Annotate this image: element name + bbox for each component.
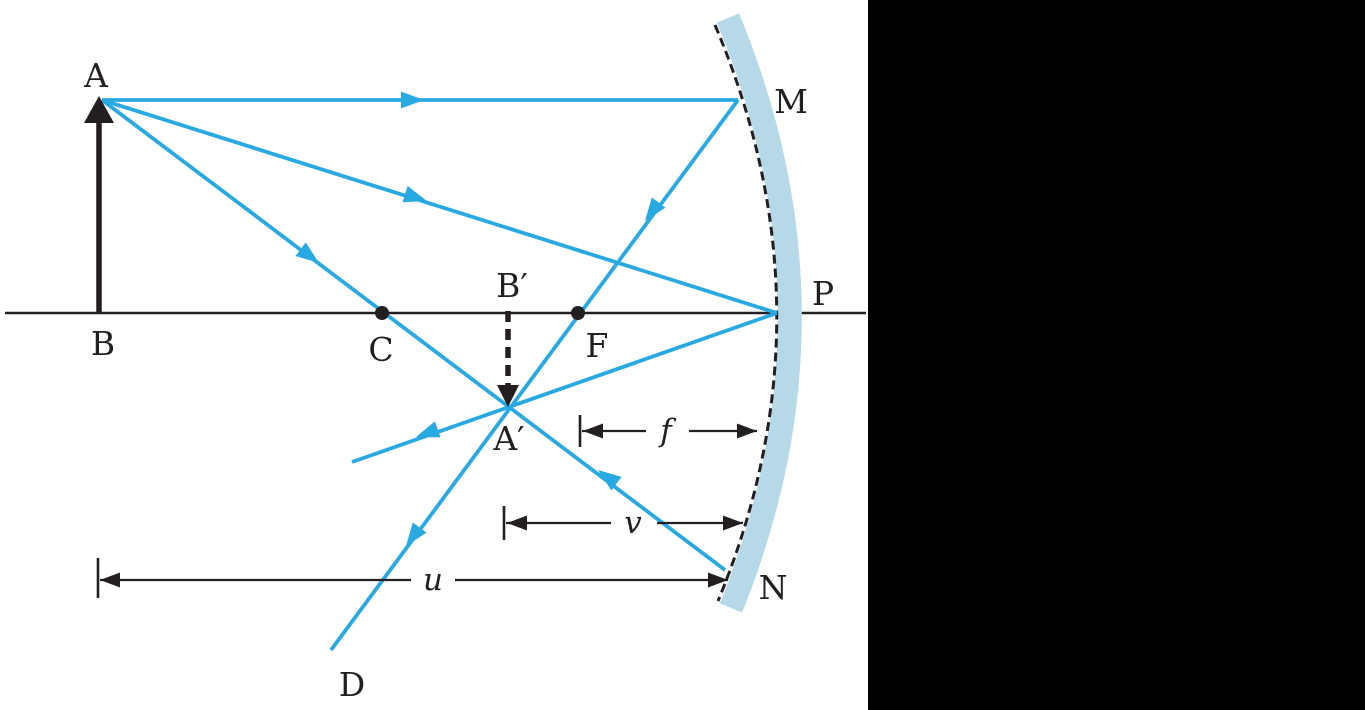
- ray-reflected-through-focus: [329, 98, 740, 652]
- label-C: C: [368, 330, 393, 369]
- label-A: A: [83, 56, 109, 95]
- label-D: D: [339, 665, 365, 704]
- arrowhead-centre-ray-icon: [295, 242, 319, 263]
- v-arrowhead-right-icon: [723, 515, 743, 531]
- arrowhead-focus-ray-lower-icon: [406, 522, 427, 546]
- label-A-prime: A′: [492, 419, 524, 458]
- point-F-dot: [571, 306, 585, 320]
- label-M: M: [774, 82, 808, 121]
- ray-reflected-from-pole: [351, 311, 778, 464]
- label-B-prime: B′: [496, 266, 528, 305]
- point-C-dot: [375, 306, 389, 320]
- label-B: B: [91, 324, 115, 363]
- black-side-panel: [868, 0, 1365, 710]
- label-F: F: [586, 326, 609, 365]
- f-arrowhead-left-icon: [583, 423, 603, 439]
- v-arrowhead-left-icon: [507, 515, 527, 531]
- label-distance-u: u: [423, 562, 443, 598]
- object-arrowhead-icon: [84, 96, 114, 123]
- u-arrowhead-right-icon: [708, 572, 728, 588]
- arrowhead-parallel-ray-icon: [401, 91, 424, 109]
- arrowhead-centre-ray-return-icon: [598, 470, 622, 491]
- arrowhead-pole-ray-icon: [402, 185, 427, 203]
- label-P: P: [812, 274, 834, 313]
- image-arrowhead-icon: [497, 385, 519, 407]
- arrowhead-pole-ray-return-icon: [416, 421, 441, 438]
- f-arrowhead-right-icon: [737, 423, 757, 439]
- label-distance-v: v: [624, 505, 642, 541]
- mirror-band: [716, 13, 802, 613]
- arrowhead-focus-ray-upper-icon: [645, 197, 666, 221]
- ray-through-centre: [100, 98, 727, 572]
- ray-incident-to-pole: [101, 98, 778, 315]
- u-arrowhead-left-icon: [100, 572, 120, 588]
- label-N: N: [759, 568, 788, 607]
